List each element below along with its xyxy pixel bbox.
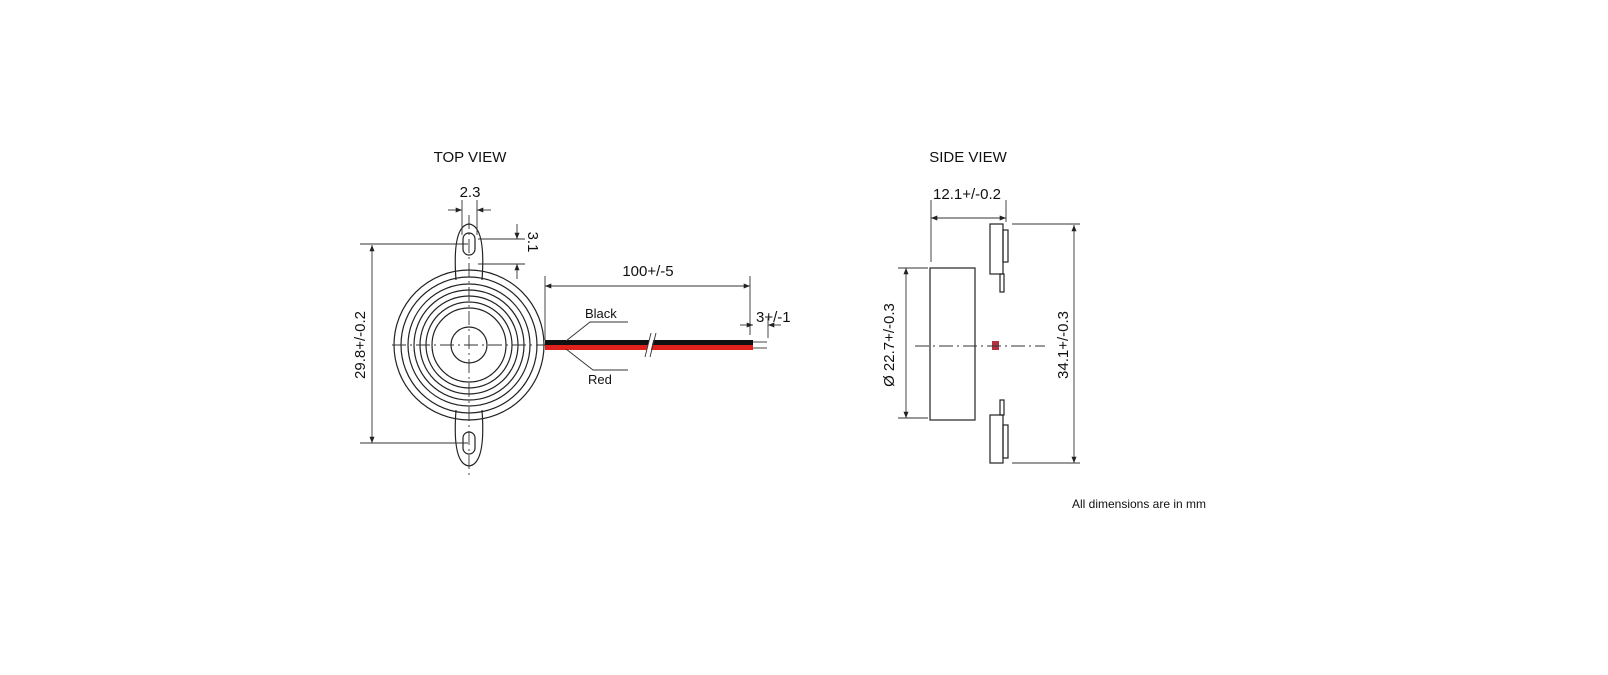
- dim-mount-span: 29.8+/-0.2: [352, 311, 369, 379]
- top-view: TOP VIEW 2.3 3.1: [352, 149, 791, 475]
- dim-diameter: Ø 22.7+/-0.3: [881, 303, 898, 387]
- dim-hole-height: 3.1: [524, 232, 541, 253]
- red-wire-label: Red: [588, 372, 612, 387]
- buzzer-body-top: [392, 215, 545, 475]
- dim-strip-length: 3+/-1: [756, 309, 791, 326]
- black-wire-label: Black: [585, 306, 617, 321]
- dim-overall: 34.1+/-0.3: [1055, 311, 1072, 379]
- dim-height: 12.1+/-0.2: [933, 186, 1001, 203]
- side-view: SIDE VIEW 12.1+/-0.2 Ø 22.7+/-0.3 34.1+/…: [881, 149, 1080, 464]
- side-view-title: SIDE VIEW: [929, 149, 1007, 166]
- lead-wires: [545, 332, 767, 358]
- vent-mark: [992, 341, 999, 350]
- units-note: All dimensions are in mm: [1072, 497, 1206, 511]
- dim-wire-length: 100+/-5: [622, 263, 673, 280]
- top-view-title: TOP VIEW: [434, 149, 508, 166]
- dim-hole-width: 2.3: [460, 184, 481, 201]
- buzzer-body-side: [915, 223, 1045, 464]
